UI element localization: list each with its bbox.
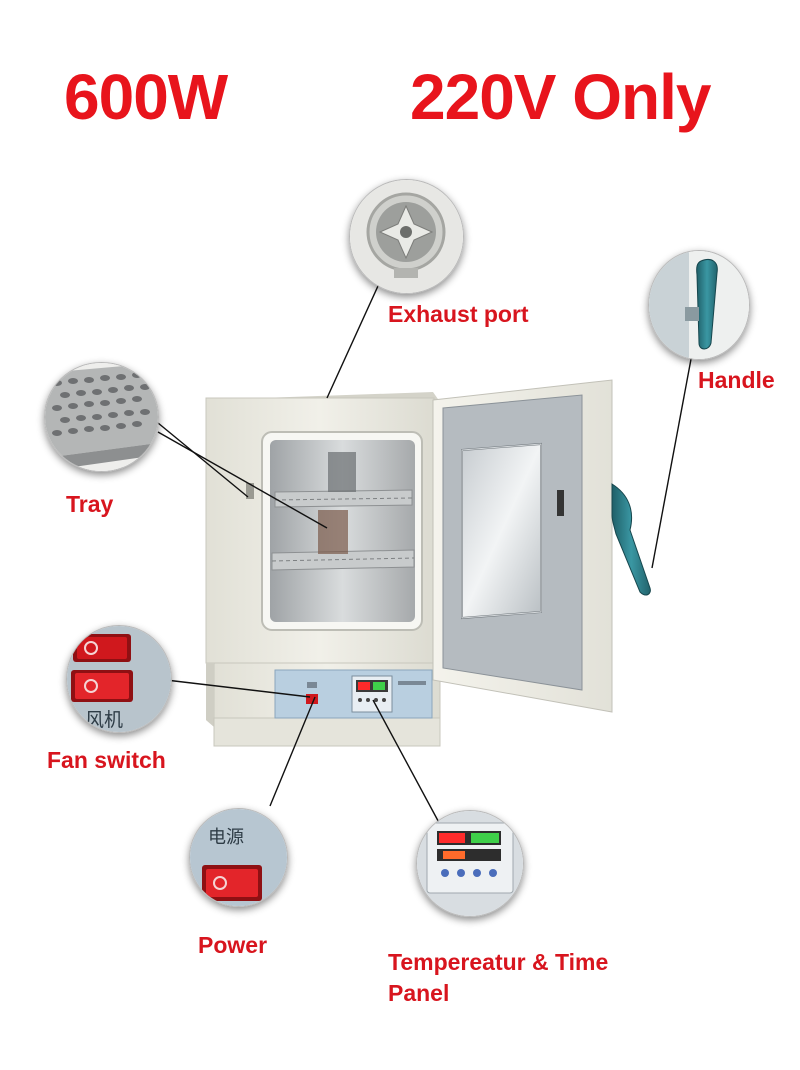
exhaust-port-label: Exhaust port: [388, 301, 529, 327]
oven-body: [205, 392, 441, 747]
fan-switch-inset: 风机: [66, 625, 172, 733]
oven-door: [432, 379, 651, 713]
power-switch[interactable]: [306, 694, 318, 704]
handle-label: Handle: [698, 367, 775, 393]
handle-inset: [648, 250, 750, 360]
power-switch-icon: 电源: [190, 809, 287, 906]
tray-inset: [44, 362, 159, 472]
exhaust-port-icon: [350, 180, 463, 293]
handle-icon: [649, 251, 749, 359]
power-chinese-label: 电源: [208, 827, 244, 848]
temperature-time-panel-inset: [416, 810, 524, 917]
fan-switch-label: Fan switch: [47, 747, 166, 773]
panel-label-line2: Panel: [388, 980, 450, 1006]
tray-label: Tray: [66, 491, 114, 517]
power-label: Power: [198, 932, 268, 958]
tray-shelf: [271, 452, 415, 571]
power-inset: 电源: [189, 808, 288, 907]
control-panel-icon: [417, 811, 523, 916]
door-handle[interactable]: [611, 483, 651, 596]
control-panel: [274, 669, 433, 719]
callout-leader-lines: [151, 274, 698, 831]
panel-label-line1: Tempereatur & Time: [388, 949, 609, 975]
fan-switch-chinese-label: 风机: [85, 709, 123, 731]
fan-switch-icon: 风机: [67, 626, 171, 732]
exhaust-port-inset: [349, 179, 464, 294]
voltage-headline: 220V Only: [410, 61, 711, 133]
power-rating-headline: 600W: [64, 61, 228, 133]
tray-icon: [45, 363, 158, 471]
